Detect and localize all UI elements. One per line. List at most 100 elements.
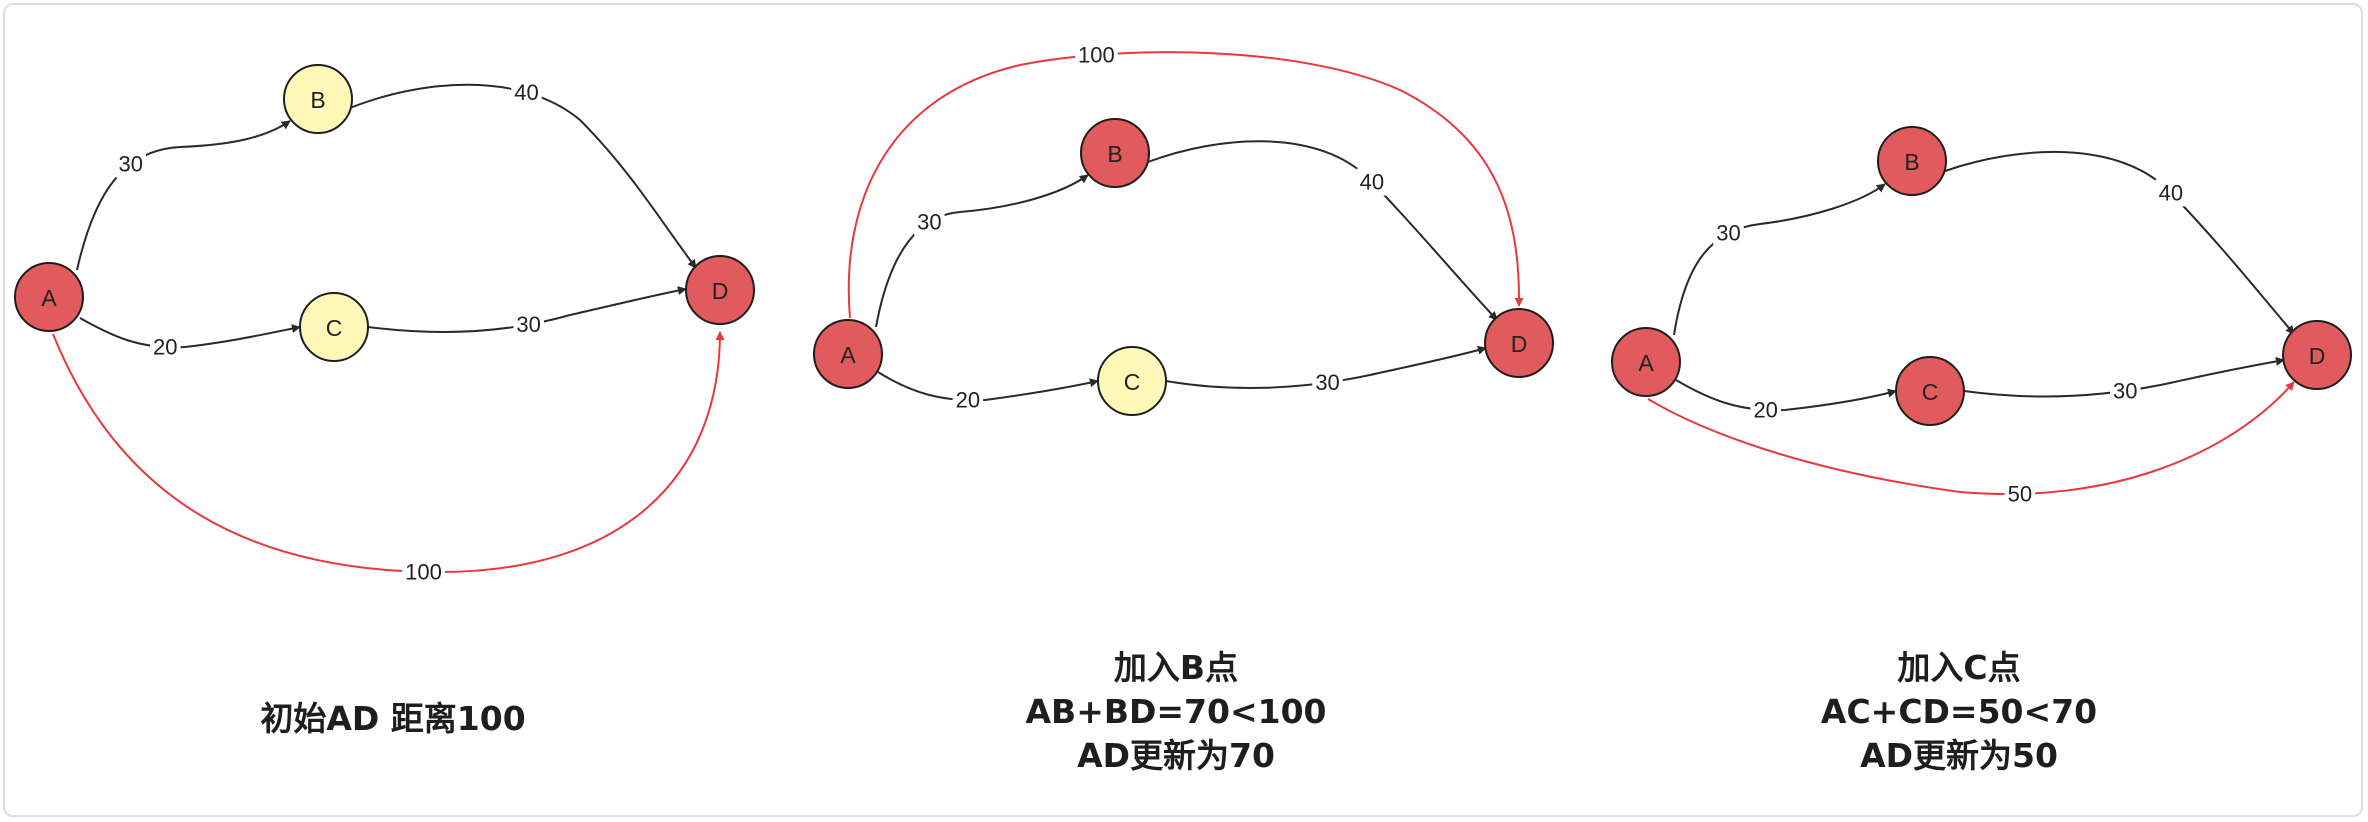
edge-line (349, 83, 697, 269)
edge-AD: 50 (1647, 381, 2295, 508)
node-label: C (326, 315, 343, 341)
node-circle (1895, 356, 1965, 426)
edge-BD: 40 (1147, 140, 1498, 321)
edge-line (877, 371, 1099, 402)
node-label: D (2309, 343, 2326, 369)
edge-label-background (1713, 219, 1744, 247)
edge-line (76, 120, 291, 271)
node-B: B (1080, 118, 1150, 188)
edge-AB: 30 (1673, 183, 1886, 336)
edge-label-background (952, 386, 984, 414)
node-label: A (41, 285, 57, 311)
node-circle (2282, 320, 2352, 390)
edge-BD: 40 (1944, 150, 2295, 335)
edge-weight-label: 20 (1753, 397, 1777, 422)
node-circle (685, 255, 755, 325)
edge-line (79, 317, 301, 349)
node-A: A (14, 262, 84, 332)
edge-AC: 20 (1675, 379, 1897, 424)
edge-label-background (511, 78, 542, 106)
node-circle (1611, 327, 1681, 397)
edge-line (875, 174, 1089, 328)
edge-label-background (115, 150, 146, 178)
edge-label-background (1312, 369, 1343, 397)
edge-weight-label: 20 (956, 388, 980, 413)
edge-weight-label: 30 (118, 152, 142, 177)
edge-weight-label: 30 (2113, 378, 2137, 403)
caption-panel-1: 初始AD 距离100 (133, 697, 653, 741)
node-label: C (1124, 369, 1141, 395)
node-circle (1080, 118, 1150, 188)
edge-weight-label: 40 (2159, 180, 2183, 205)
node-D: D (685, 255, 755, 325)
diagram-frame (3, 3, 2363, 817)
edge-CD: 30 (1963, 356, 2285, 405)
node-label: B (310, 87, 325, 113)
caption-line: 加入C点 (1897, 648, 2021, 687)
edge-weight-label: 100 (405, 559, 442, 584)
node-circle (283, 64, 353, 134)
edge-weight-label: 20 (153, 335, 177, 360)
node-A: A (813, 319, 883, 389)
edge-weight-label: 30 (1315, 370, 1339, 395)
edge-line (1963, 356, 2285, 398)
edge-weight-label: 40 (514, 80, 538, 105)
caption-panel-3: 加入C点 AC+CD=50<70 AD更新为50 (1699, 646, 2219, 778)
node-label: B (1904, 149, 1919, 175)
edge-AC: 20 (79, 317, 301, 361)
edge-label-background (2155, 179, 2187, 207)
edge-line (847, 51, 1524, 319)
caption-line: AD更新为50 (1860, 736, 2058, 775)
edge-line (1165, 345, 1487, 389)
node-label: C (1922, 379, 1939, 405)
node-label: D (712, 278, 729, 304)
edge-AD: 100 (847, 41, 1524, 319)
graph-panel-1: 30 40 20 30 100 A B C D (14, 64, 755, 586)
node-label: A (1638, 350, 1654, 376)
edge-label-background (2004, 480, 2036, 508)
edge-label-background (150, 333, 181, 361)
edge-BD: 40 (349, 78, 697, 269)
edge-label-background (1075, 41, 1118, 69)
edge-AD: 100 (52, 331, 725, 586)
caption-line: 加入B点 (1113, 648, 1239, 687)
edge-line (367, 286, 687, 333)
node-B: B (1877, 126, 1947, 196)
edge-weight-label: 30 (917, 209, 941, 234)
edge-line (1673, 183, 1886, 336)
edge-label-background (914, 208, 945, 236)
node-D: D (1484, 308, 1554, 378)
node-B: B (283, 64, 353, 134)
edge-label-background (402, 558, 445, 586)
edge-AB: 30 (76, 120, 291, 271)
caption-line: AC+CD=50<70 (1820, 692, 2098, 731)
node-C: C (1097, 346, 1167, 416)
node-circle (14, 262, 84, 332)
node-circle (1484, 308, 1554, 378)
edge-line (1147, 140, 1498, 321)
edge-weight-label: 50 (2008, 481, 2032, 506)
caption-line: AB+BD=70<100 (1025, 692, 1327, 731)
edge-weight-label: 100 (1078, 42, 1115, 67)
edge-line (1675, 379, 1897, 412)
edge-AC: 20 (877, 371, 1099, 414)
edge-label-background (1750, 396, 1781, 424)
caption-line: 初始AD 距离100 (260, 699, 526, 738)
edge-weight-label: 30 (516, 312, 540, 337)
edge-label-background (513, 311, 544, 339)
edge-line (1647, 381, 2295, 496)
edge-AB: 30 (875, 174, 1089, 328)
caption-line: AD更新为70 (1077, 736, 1275, 775)
graph-panel-3: 30 40 20 30 50 A B C D (1611, 126, 2352, 508)
node-label: B (1107, 141, 1122, 167)
node-A: A (1611, 327, 1681, 397)
edge-label-background (1356, 168, 1388, 196)
edge-label-background (2110, 377, 2141, 405)
node-D: D (2282, 320, 2352, 390)
node-circle (1877, 126, 1947, 196)
edge-CD: 30 (367, 286, 687, 339)
edge-line (52, 331, 725, 574)
node-label: A (840, 342, 856, 368)
